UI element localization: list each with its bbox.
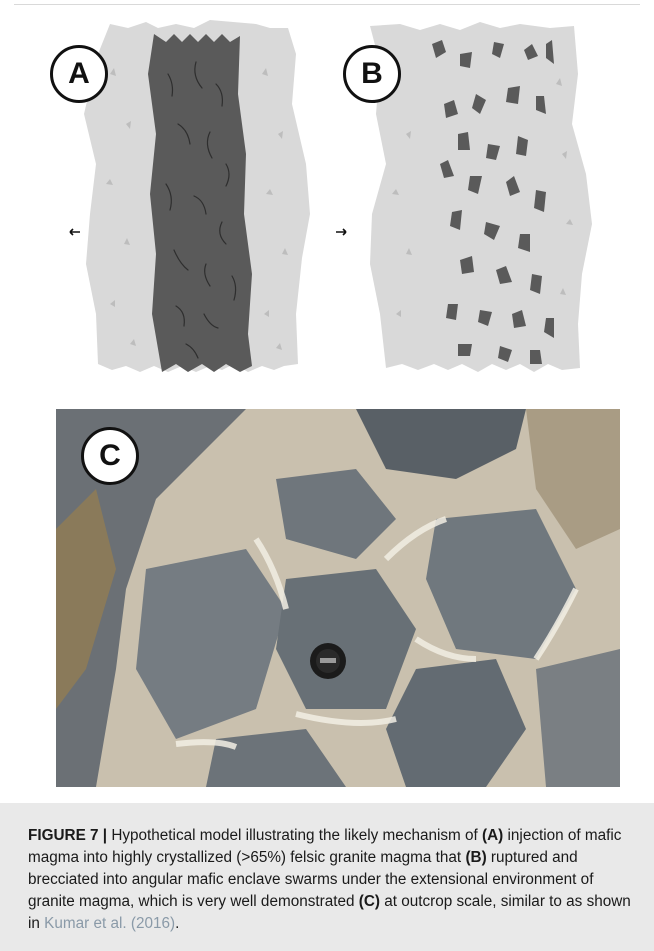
arrow-right: [336, 229, 346, 235]
caption-text-1: Hypothetical model illustrating the like…: [107, 827, 482, 844]
caption-reference-link[interactable]: Kumar et al. (2016): [44, 915, 175, 932]
arrow-left: [70, 229, 80, 235]
panel-c-outcrop-photo: [56, 409, 620, 787]
lens-cap: [310, 643, 346, 679]
figure-caption: FIGURE 7 | Hypothetical model illustrati…: [0, 803, 654, 951]
caption-text-5: .: [175, 915, 179, 932]
caption-marker-b: (B): [465, 849, 486, 866]
panel-b-label: B: [343, 45, 401, 103]
caption-marker-c: (C): [359, 893, 380, 910]
caption-marker-a: (A): [482, 827, 503, 844]
panel-a-label: A: [50, 45, 108, 103]
caption-figure-label: FIGURE 7 |: [28, 827, 107, 844]
panel-c-label: C: [81, 427, 139, 485]
